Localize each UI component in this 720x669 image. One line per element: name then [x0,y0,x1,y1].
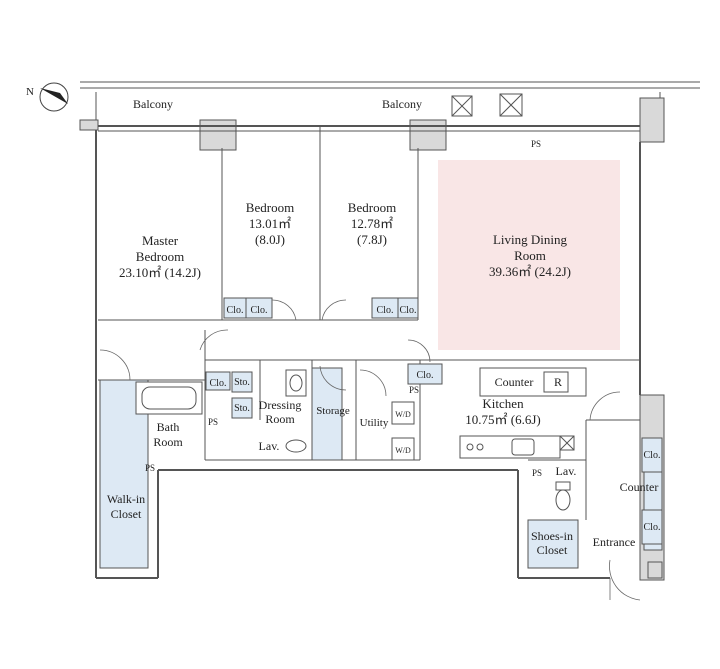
living-dining-name-line2: Room [514,248,546,263]
ac-unit-icon [451,93,523,117]
bedroom-2-area: 12.78㎡ [351,216,393,231]
washbasin-icon [285,369,307,397]
kitchen-name: Kitchen [482,396,524,411]
master-bedroom-name-line2: Bedroom [136,249,184,264]
closet-tag: Clo. [377,305,394,316]
closet-tag: Clo. [227,305,244,316]
dressing-room-line1: Dressing [259,398,302,412]
bathtub-icon [135,381,203,415]
ps-tag: PS [409,385,419,395]
entrance-counter-label: Counter [620,480,659,494]
ps-tag: PS [208,417,218,427]
bedroom-1-name: Bedroom [246,200,294,215]
bath-room-line2: Room [153,435,183,449]
closet-tag: Clo. [417,370,434,381]
storage-label: Storage [316,405,350,417]
balcony-left-label: Balcony [133,97,173,111]
toilet-icon [555,481,571,511]
kitchen-area: 10.75㎡ (6.6J) [465,412,540,427]
walk-in-closet-line1: Walk-in [107,492,145,506]
bedroom-1-jo: (8.0J) [255,232,285,247]
entrance-label: Entrance [593,535,636,549]
bedroom-1-area: 13.01㎡ [249,216,291,231]
washer-dryer-tag: W/D [395,446,411,455]
washer-dryer-icon [391,401,415,461]
bedroom-2-jo: (7.8J) [357,232,387,247]
utility-label: Utility [360,417,389,429]
closet-tag: Clo. [251,305,268,316]
walk-in-closet-line2: Closet [111,507,142,521]
ps-tag: PS [145,463,155,473]
storage-tag: Sto. [234,377,250,388]
closet-tag: Clo. [644,450,661,461]
washbasin-icon [285,439,307,453]
bath-room-line1: Bath [157,420,180,434]
washer-dryer-tag: W/D [395,410,411,419]
closet-tag: Clo. [210,378,227,389]
lavatory-2-label: Lav. [556,464,577,478]
living-dining-area: 39.36㎡ (24.2J) [489,264,571,279]
bedroom-2-name: Bedroom [348,200,396,215]
storage-area [311,367,343,461]
living-dining-highlight [438,160,620,350]
lavatory-1-label: Lav. [259,439,280,453]
master-bedroom-name-line1: Master [142,233,179,248]
shoes-in-closet-line1: Shoes-in [531,529,573,543]
closet-tag: Clo. [644,522,661,533]
door-swings [99,299,641,601]
counter-label: Counter [495,375,534,389]
balcony-right-label: Balcony [382,97,422,111]
shoes-in-closet-line2: Closet [537,543,568,557]
storage-tag: Sto. [234,403,250,414]
kitchen-counter [459,367,587,459]
elevator-shaft-icon [559,435,575,451]
refrigerator-label: R [554,375,562,389]
ps-tag: PS [531,139,541,149]
dressing-room-line2: Room [265,412,295,426]
shoes-in-closet-area [527,519,579,569]
closet-tag: Clo. [400,305,417,316]
compass-icon: N [26,82,69,112]
master-bedroom-area: 23.10㎡ (14.2J) [119,265,201,280]
balcony-railing [80,81,700,120]
living-dining-name-line1: Living Dining [493,232,568,247]
compass-north-label: N [26,86,34,98]
ps-tag: PS [532,468,542,478]
